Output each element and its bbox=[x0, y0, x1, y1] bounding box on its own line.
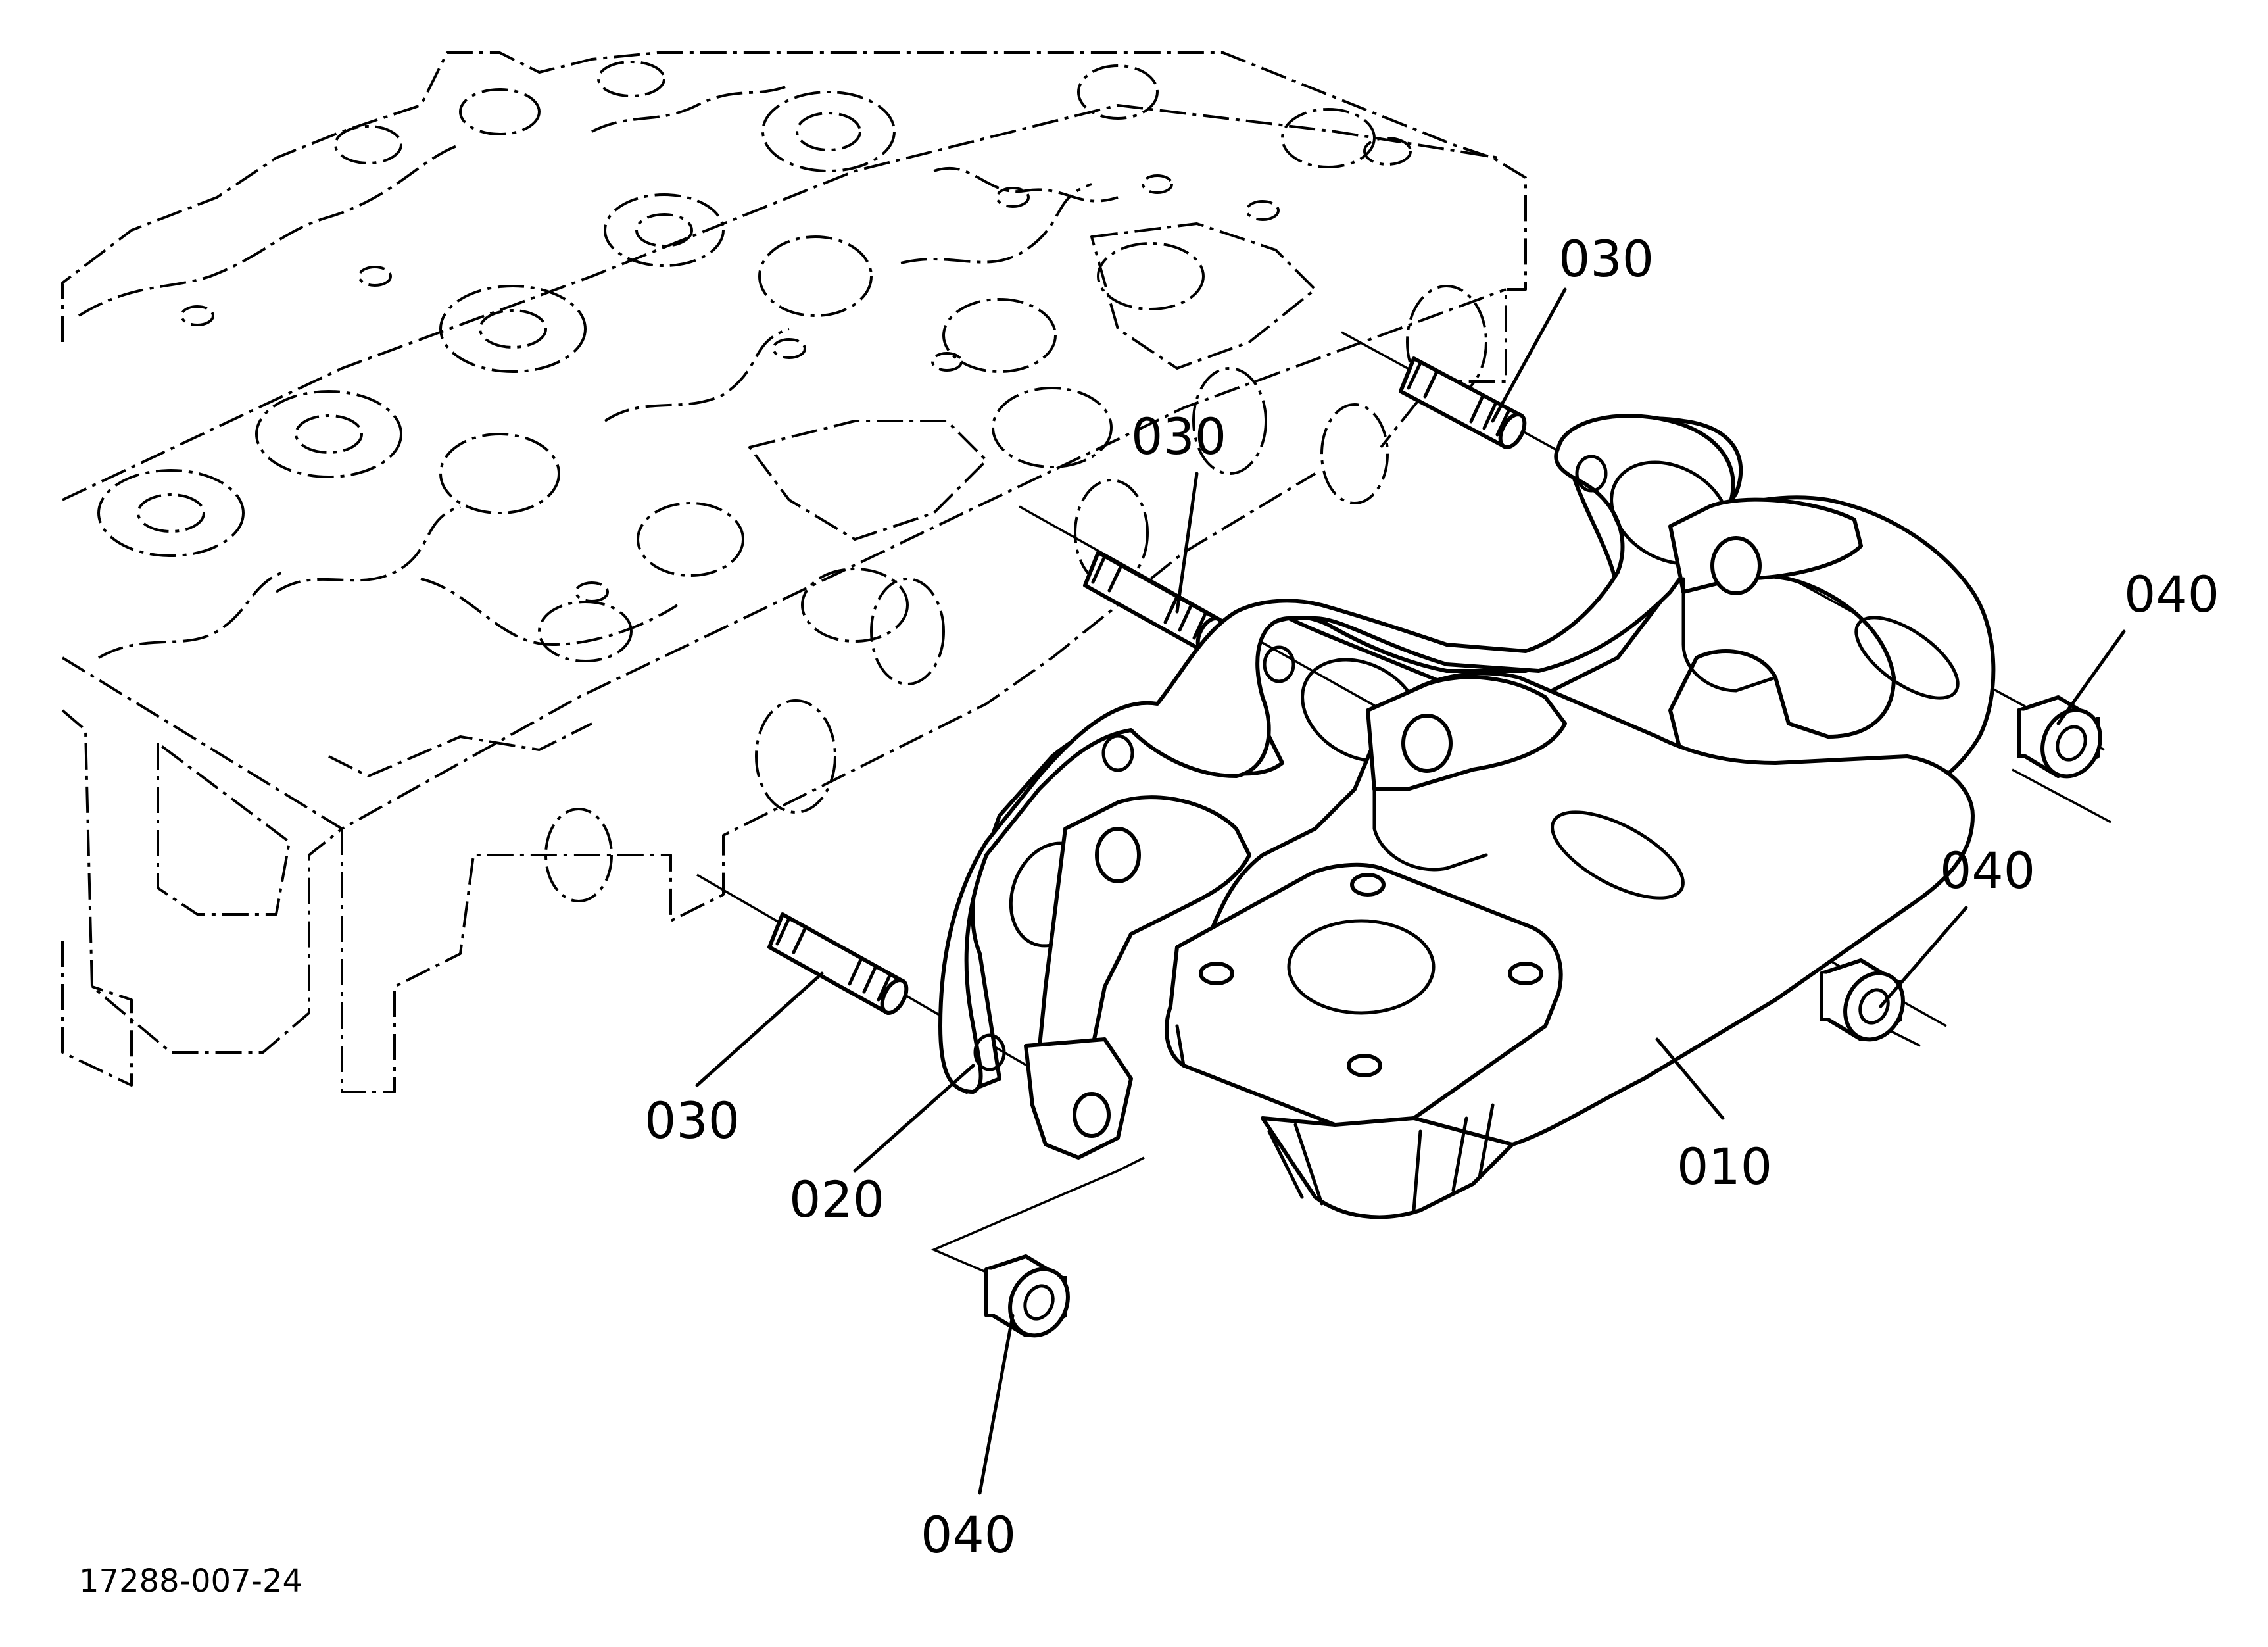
label-030-mid: 030 bbox=[1131, 407, 1226, 466]
diagram-code: 17288-007-24 bbox=[79, 1563, 302, 1600]
nut-040-right bbox=[2012, 695, 2111, 823]
label-030-low: 030 bbox=[644, 1091, 740, 1150]
label-040-midright: 040 bbox=[1940, 841, 2035, 900]
gasket-020 bbox=[938, 414, 1743, 1094]
nut-040-bottom bbox=[930, 1156, 1145, 1338]
label-040-bottom: 040 bbox=[921, 1506, 1016, 1564]
leader-lines bbox=[695, 287, 2126, 1495]
nut-040-midright bbox=[1820, 958, 1921, 1047]
label-020: 020 bbox=[789, 1170, 884, 1229]
exhaust-manifold-010 bbox=[1024, 495, 1996, 1219]
label-010: 010 bbox=[1677, 1137, 1772, 1196]
label-030-top: 030 bbox=[1558, 230, 1654, 288]
cylinder-head-outline bbox=[61, 51, 1527, 1093]
label-040-right: 040 bbox=[2124, 565, 2219, 624]
